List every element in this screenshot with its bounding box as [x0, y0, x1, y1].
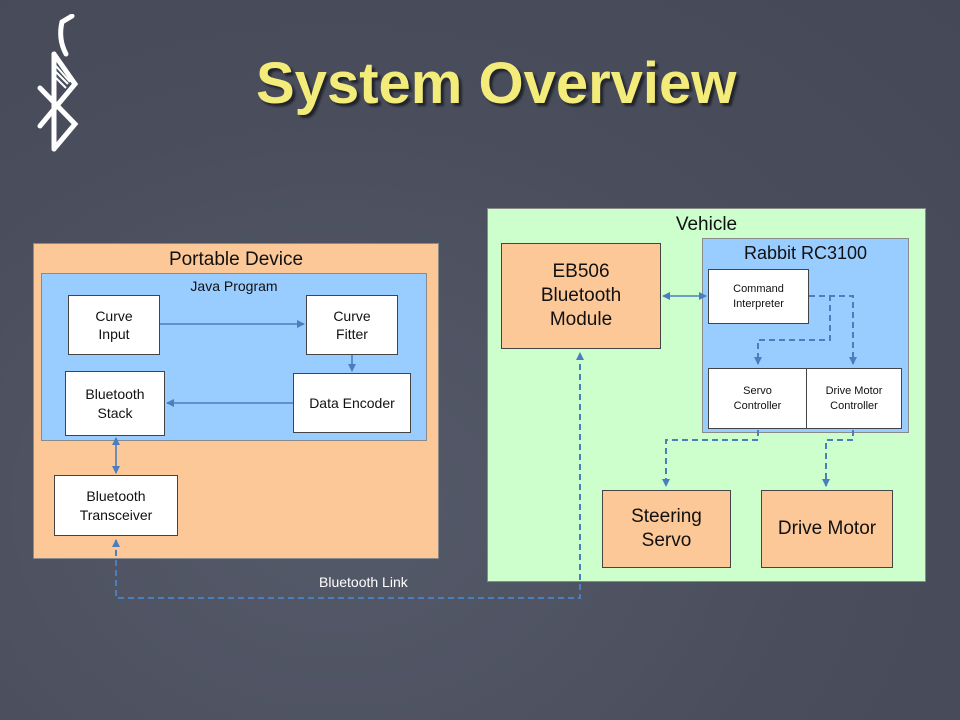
bluetooth-link-line: [112, 352, 584, 599]
steering-servo-box: Steering Servo: [602, 490, 731, 568]
dash-drive-controller-to-motor: [822, 430, 854, 487]
bluetooth-rune-icon: [37, 14, 79, 152]
slide-title: System Overview: [256, 51, 737, 116]
servo-controller-box: Servo Controller: [708, 368, 807, 429]
vehicle-title: Vehicle: [675, 214, 738, 235]
rabbit-rc3100-title: Rabbit RC3100: [743, 243, 868, 263]
curve-input-box: Curve Input: [68, 295, 160, 355]
bluetooth-link-label: Bluetooth Link: [319, 574, 408, 590]
dash-interpreter-to-servo: [754, 295, 831, 365]
drive-motor-box: Drive Motor: [761, 490, 893, 568]
portable-device-title: Portable Device: [168, 249, 304, 270]
java-program-title: Java Program: [190, 278, 278, 294]
dash-interpreter-to-drive-controller: [809, 295, 857, 365]
eb506-module-box: EB506 Bluetooth Module: [501, 243, 661, 349]
dash-servo-controller-to-steering: [662, 430, 759, 487]
curve-fitter-box: Curve Fitter: [306, 295, 398, 355]
drive-motor-controller-box: Drive Motor Controller: [806, 368, 902, 429]
command-interpreter-box: Command Interpreter: [708, 269, 809, 324]
